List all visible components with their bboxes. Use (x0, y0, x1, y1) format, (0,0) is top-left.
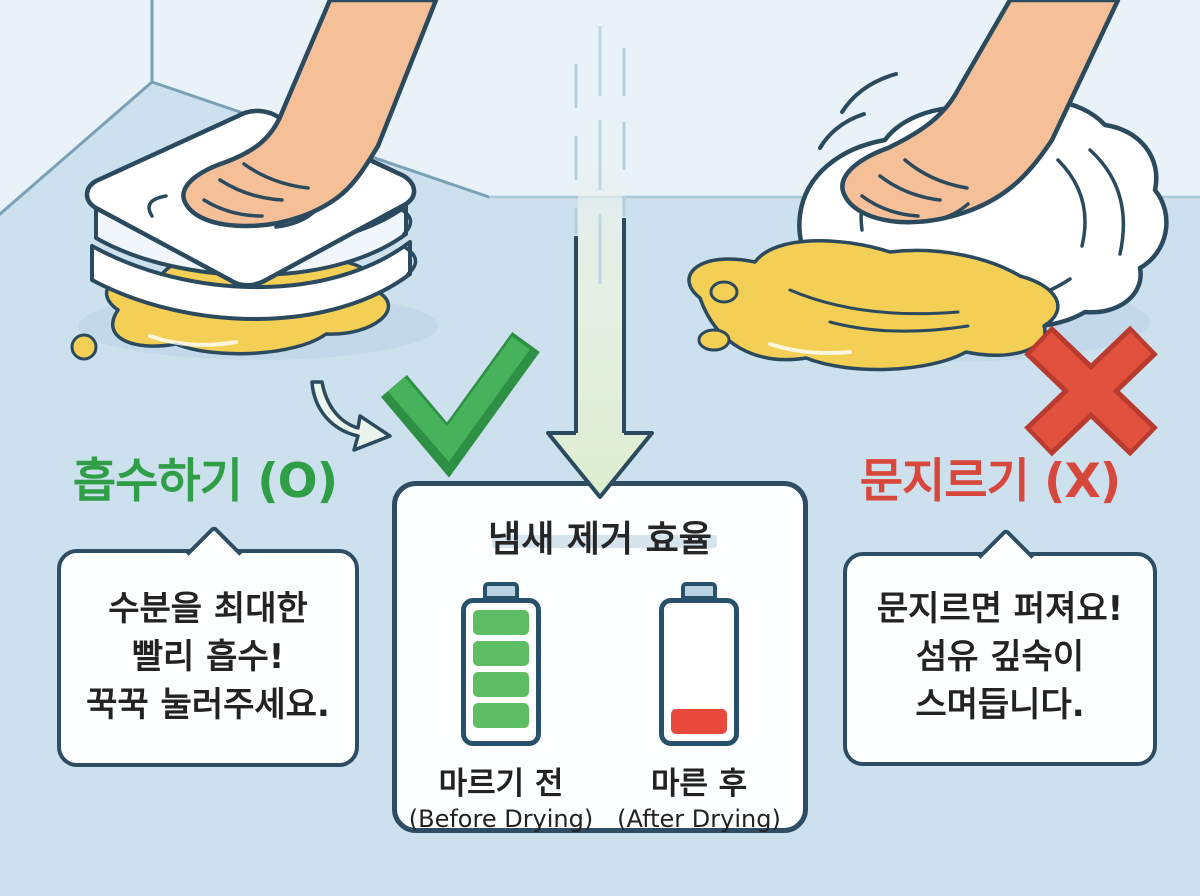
x-icon (1024, 325, 1158, 457)
right-method-title: 문지르기 (X) (859, 454, 1122, 509)
left-bubble-line-1: 수분을 최대한 (108, 589, 308, 629)
battery-segment (473, 672, 529, 697)
battery-cap (681, 582, 717, 600)
left-bubble-line-3: 꾹꾹 눌러주세요. (86, 685, 330, 725)
battery-low-icon (659, 582, 739, 746)
battery-comparison: 마르기 전 (Before Drying) 마른 후 (After Drying… (397, 582, 803, 833)
battery-before-sublabel: (Before Drying) (408, 805, 594, 833)
left-bubble-line-2: 빨리 흡수! (131, 637, 285, 677)
left-speech-bubble: 수분을 최대한 빨리 흡수! 꾹꾹 눌러주세요. (57, 524, 359, 767)
right-hand-icon (840, 0, 1121, 225)
right-spill-icon (687, 238, 1060, 372)
battery-full-icon (461, 582, 541, 746)
odor-removal-panel: 냄새 제거 효율 마르기 전 (Before Drying) 마른 후 (Aft… (392, 481, 808, 833)
left-hand-icon (181, 0, 439, 229)
battery-cap (483, 582, 519, 600)
battery-segment (473, 610, 529, 635)
panel-title-highlight (492, 535, 717, 548)
battery-segment (473, 703, 529, 728)
down-arrow-icon (574, 26, 626, 433)
curved-arrow-icon (310, 380, 392, 452)
battery-after-label: 마른 후 (650, 766, 748, 802)
right-bubble-line-1: 문지르면 퍼져요! (876, 589, 1124, 629)
battery-before-column: 마르기 전 (Before Drying) (407, 582, 595, 833)
right-bubble-line-2: 섬유 깊숙이 (915, 637, 1085, 677)
left-method-title: 흡수하기 (O) (72, 454, 338, 509)
battery-after-column: 마른 후 (After Drying) (605, 582, 793, 833)
panel-title: 냄새 제거 효율 (488, 519, 712, 560)
battery-segment (671, 709, 727, 734)
battery-before-label: 마르기 전 (438, 766, 564, 802)
right-speech-bubble: 문지르면 퍼져요! 섬유 깊숙이 스며듭니다. (843, 527, 1157, 766)
check-icon (381, 332, 540, 478)
battery-after-sublabel: (After Drying) (617, 805, 781, 833)
motion-lines-icon (818, 72, 898, 150)
battery-segment (473, 641, 529, 666)
right-bubble-line-3: 스며듭니다. (915, 685, 1085, 725)
